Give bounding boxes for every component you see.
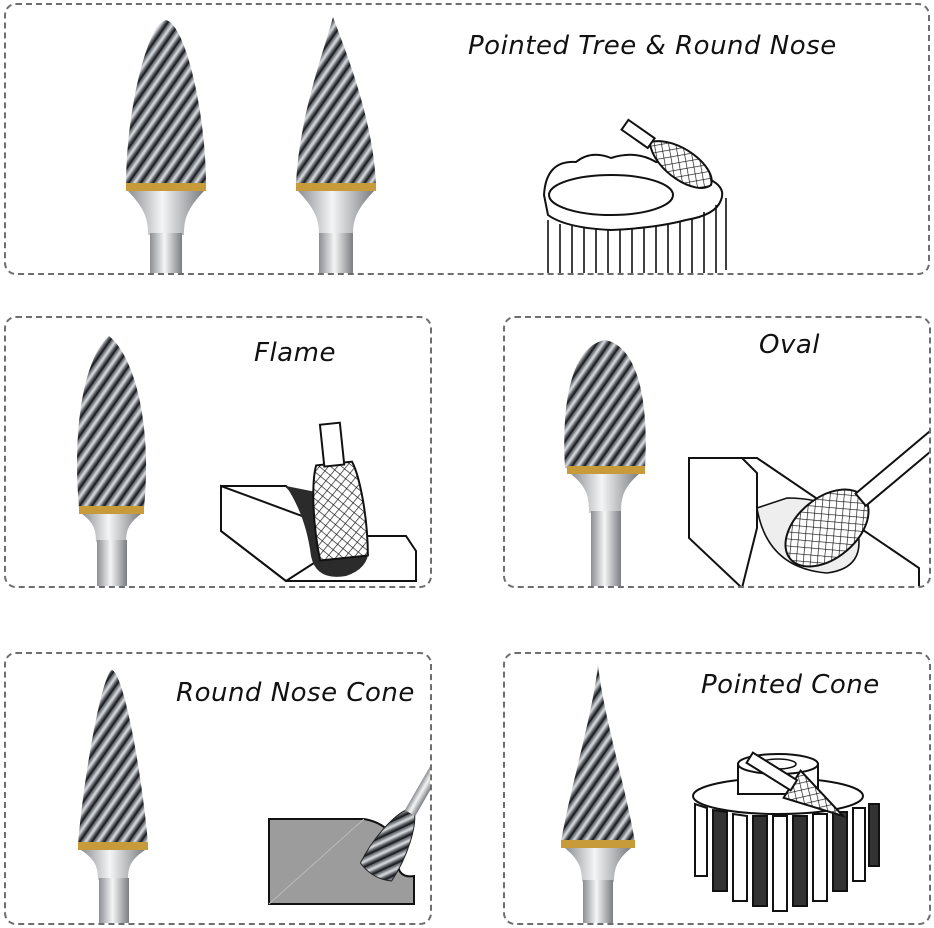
panel-title: Oval — [759, 330, 821, 360]
round-nose-cone-edge-illustration — [268, 756, 430, 905]
panel-pointed-tree-round-nose: Pointed Tree & Round Nose — [4, 3, 930, 275]
panel-title: Pointed Tree & Round Nose — [468, 31, 837, 61]
panel-round-nose-cone: Round Nose Cone — [4, 652, 432, 925]
oval-burr-photo — [564, 340, 646, 586]
oval-fillet-illustration — [688, 415, 929, 586]
panel-oval: Oval — [503, 316, 931, 588]
round-nose-cone-burr-photo — [78, 670, 148, 923]
panel-flame: Flame — [4, 316, 432, 588]
tree-burr-photo — [126, 20, 206, 273]
panel-title: Pointed Cone — [701, 670, 880, 700]
panel-title: Round Nose Cone — [176, 678, 415, 708]
panel-pointed-cone: Pointed Cone — [503, 652, 931, 925]
gear-deburr-illustration — [542, 118, 727, 273]
pointed-cone-gear-illustration — [692, 751, 880, 912]
pointed-cone-burr-photo — [561, 664, 635, 923]
panel-title: Flame — [254, 338, 336, 368]
flame-burr-photo — [77, 336, 147, 586]
pointed-tree-burr-photo — [296, 17, 376, 273]
flame-groove-illustration — [220, 421, 417, 583]
